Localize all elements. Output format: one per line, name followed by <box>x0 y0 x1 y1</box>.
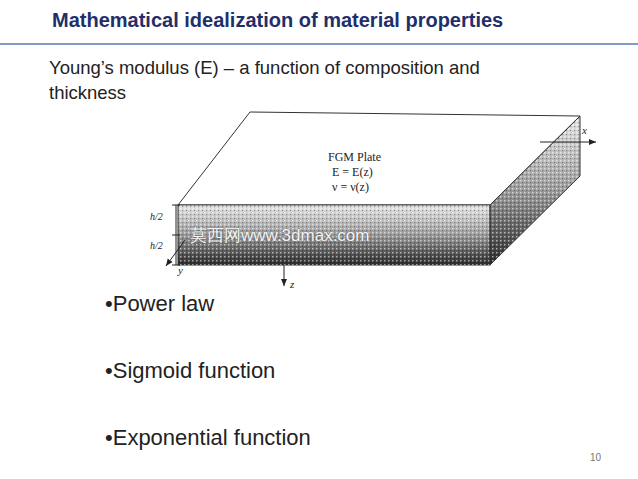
x-axis <box>540 142 596 143</box>
watermark: 莫西网www.3dmax.com <box>190 224 369 247</box>
z-axis <box>284 265 285 286</box>
axis-label: z <box>290 278 294 290</box>
plate-texture <box>490 116 580 265</box>
dimension-tick <box>172 205 180 206</box>
dimension-label: h/2 <box>150 240 163 251</box>
plate-label: FGM Plate <box>328 150 381 165</box>
page-number: 10 <box>590 452 601 463</box>
equation: E = E(z) <box>332 165 373 180</box>
title-rule <box>0 43 638 45</box>
plate-side-face <box>490 116 580 265</box>
plate-texture <box>178 205 490 265</box>
axis-label: x <box>582 124 587 136</box>
bullet-item: •Sigmoid function <box>105 358 275 384</box>
plate-front-face <box>178 205 490 265</box>
bullet-item: •Exponential function <box>105 425 311 451</box>
slide-title: Mathematical idealization of material pr… <box>52 9 503 32</box>
bullet-item: •Power law <box>105 291 214 317</box>
subtitle: Young’s modulus (E) – a function of comp… <box>49 55 519 105</box>
equation: ν = ν(z) <box>332 180 369 195</box>
dimension-tick <box>172 235 180 236</box>
dimension-label: h/2 <box>150 211 163 222</box>
axis-label: y <box>178 264 183 276</box>
